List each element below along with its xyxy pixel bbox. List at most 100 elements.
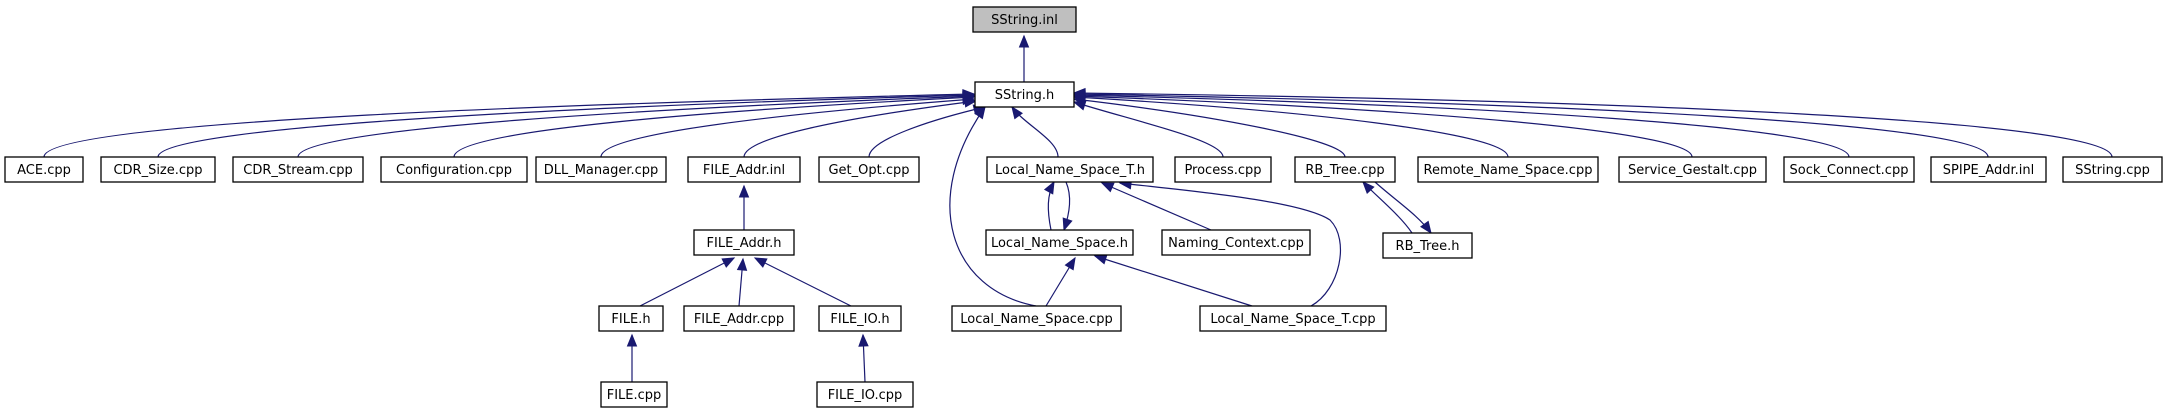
node-file-addr-cpp[interactable]: FILE_Addr.cpp (683, 305, 795, 332)
node-file-io-h[interactable]: FILE_IO.h (818, 305, 902, 332)
node-label: FILE_Addr.inl (703, 163, 785, 178)
arrowhead (1100, 182, 1115, 193)
arrowhead (963, 97, 978, 108)
node-box (1382, 232, 1473, 259)
node-label: SPIPE_Addr.inl (1943, 163, 2034, 178)
edge-line (157, 94, 975, 158)
node-file-addr-h[interactable]: FILE_Addr.h (693, 229, 795, 256)
node-remote-name-space-cpp[interactable]: Remote_Name_Space.cpp (1417, 156, 1599, 183)
node-sock-connect-cpp[interactable]: Sock_Connect.cpp (1783, 156, 1915, 183)
edge-sstring_h-to-sstring_inl (1018, 34, 1030, 82)
node-label: ACE.cpp (17, 163, 71, 178)
edge-line (1073, 94, 1850, 158)
node-label: Naming_Context.cpp (1168, 236, 1304, 251)
edge-file_addr_inl-to-sstring_h (743, 97, 978, 158)
node-file-cpp[interactable]: FILE.cpp (600, 381, 668, 408)
node-box (1783, 156, 1915, 183)
node-box (4, 156, 84, 183)
node-configuration-cpp[interactable]: Configuration.cpp (380, 156, 528, 183)
edge-cdr_stream_cpp-to-sstring_h (297, 91, 976, 158)
edge-local_name_space_h-to-local_name_space_t_h (1043, 180, 1055, 231)
arrowhead (626, 333, 638, 347)
node-rb-tree-h[interactable]: RB_Tree.h (1382, 232, 1473, 259)
node-spipe-addr-inl[interactable]: SPIPE_Addr.inl (1930, 156, 2047, 183)
node-local-name-space-h[interactable]: Local_Name_Space.h (985, 229, 1134, 256)
edge-line (949, 106, 1037, 307)
node-rb-tree-cpp[interactable]: RB_Tree.cpp (1294, 156, 1396, 183)
arrowhead (1018, 34, 1030, 48)
node-dll-manager-cpp[interactable]: DLL_Manager.cpp (535, 156, 667, 183)
edge-naming_context_cpp-to-local_name_space_t_h (1100, 182, 1212, 231)
node-local-name-space-cpp[interactable]: Local_Name_Space.cpp (951, 305, 1122, 332)
edge-file_h-to-file_addr_h (639, 257, 736, 307)
node-label: Local_Name_Space_T.cpp (1210, 312, 1375, 327)
edge-line (1073, 95, 1693, 158)
node-cdr-stream-cpp[interactable]: CDR_Stream.cpp (232, 156, 364, 183)
node-box (380, 156, 528, 183)
edge-local_name_space_t_cpp-to-local_name_space_h (1093, 254, 1253, 307)
node-file-io-cpp[interactable]: FILE_IO.cpp (816, 381, 914, 408)
edge-sstring_cpp-to-sstring_h (1072, 87, 2113, 158)
edge-file_io_cpp-to-file_io_h (858, 333, 869, 383)
node-box (1294, 156, 1396, 183)
node-box (1930, 156, 2047, 183)
edge-rb_tree_cpp-to-sstring_h (1072, 95, 1346, 158)
edge-line (297, 95, 975, 158)
node-label: Configuration.cpp (396, 163, 512, 178)
node-label: Local_Name_Space.cpp (960, 312, 1112, 327)
node-file-addr-inl[interactable]: FILE_Addr.inl (687, 156, 801, 183)
edge-file_addr_cpp-to-file_addr_h (736, 257, 748, 307)
node-box (693, 229, 795, 256)
edge-get_opt_cpp-to-sstring_h (868, 104, 987, 158)
node-label: Local_Name_Space.h (991, 236, 1128, 251)
node-box (974, 81, 1075, 108)
node-label: CDR_Size.cpp (113, 163, 202, 178)
edge-line (639, 257, 735, 307)
node-label: FILE.cpp (607, 388, 662, 403)
node-box (972, 6, 1077, 33)
node-box (2062, 156, 2163, 183)
node-box (100, 156, 216, 183)
edge-file_cpp-to-file_h (626, 333, 638, 382)
node-box (1417, 156, 1599, 183)
edge-line (1073, 101, 1224, 158)
node-sstring-inl[interactable]: SString.inl (972, 6, 1077, 33)
node-cdr-size-cpp[interactable]: CDR_Size.cpp (100, 156, 216, 183)
edge-rb_tree_cpp-to-rb_tree_h (1374, 181, 1432, 235)
edge-remote_name_space_cpp-to-sstring_h (1072, 92, 1509, 158)
node-label: Service_Gestalt.cpp (1628, 163, 1757, 178)
node-file-h[interactable]: FILE.h (598, 305, 664, 332)
node-local-name-space-t-cpp[interactable]: Local_Name_Space_T.cpp (1199, 305, 1387, 332)
edge-local_name_space_cpp-to-local_name_space_h (1045, 256, 1076, 307)
arrowhead (1093, 254, 1108, 265)
edge-line (600, 98, 975, 158)
node-box (816, 381, 914, 408)
arrowhead (1072, 87, 1086, 99)
node-box (1174, 156, 1272, 183)
arrowhead (1064, 256, 1076, 271)
node-label: SString.h (995, 88, 1054, 103)
arrowhead (974, 105, 986, 120)
node-box (1618, 156, 1767, 183)
arrowhead (1420, 220, 1432, 235)
node-box (818, 305, 902, 332)
edge-line (1073, 96, 1509, 158)
node-service-gestalt-cpp[interactable]: Service_Gestalt.cpp (1618, 156, 1767, 183)
node-label: Process.cpp (1184, 163, 1261, 178)
node-ace-cpp[interactable]: ACE.cpp (4, 156, 84, 183)
arrowhead (736, 257, 748, 271)
edge-line (1073, 93, 1989, 158)
node-get-opt-cpp[interactable]: Get_Opt.cpp (818, 156, 920, 183)
node-process-cpp[interactable]: Process.cpp (1174, 156, 1272, 183)
node-label: Get_Opt.cpp (828, 163, 909, 178)
node-label: FILE_Addr.h (707, 236, 782, 251)
arrowhead (1362, 181, 1375, 195)
node-naming-context-cpp[interactable]: Naming_Context.cpp (1161, 229, 1311, 256)
node-local-name-space-t-h[interactable]: Local_Name_Space_T.h (986, 156, 1154, 183)
node-sstring-h[interactable]: SString.h (974, 81, 1075, 108)
edge-line (868, 106, 986, 158)
arrowhead (1062, 217, 1073, 232)
node-label: FILE_Addr.cpp (694, 312, 784, 327)
node-sstring-cpp[interactable]: SString.cpp (2062, 156, 2163, 183)
